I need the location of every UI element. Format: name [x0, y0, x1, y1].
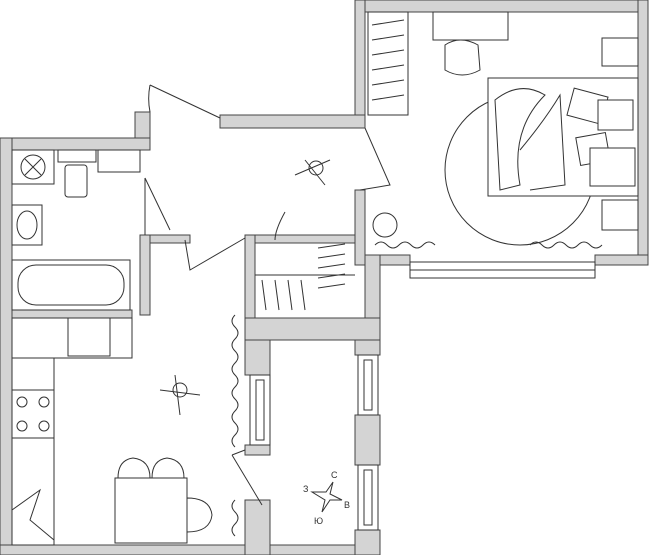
desk — [432, 11, 509, 41]
bedroom-furniture — [367, 11, 639, 249]
hallway-furniture — [255, 159, 355, 311]
compass-south: Ю — [314, 516, 323, 526]
bathroom-fixtures — [11, 149, 141, 311]
doors[interactable] — [144, 84, 391, 506]
person-icon — [159, 374, 201, 416]
plant — [372, 212, 398, 238]
compass-west: З — [303, 484, 308, 494]
nightstand — [601, 199, 639, 231]
counter — [11, 357, 55, 546]
dining-table — [114, 477, 188, 544]
compass-icon: С З В Ю — [303, 470, 350, 526]
bathtub — [11, 259, 131, 311]
kitchen-sink — [67, 317, 111, 357]
person-icon — [294, 159, 331, 186]
toilet — [64, 164, 88, 198]
compass-north: С — [331, 470, 338, 480]
windows — [249, 261, 596, 531]
nightstand — [601, 37, 639, 67]
chair — [444, 39, 481, 76]
kitchen-furniture — [11, 314, 239, 546]
stove — [11, 389, 55, 439]
compass-east: В — [344, 500, 350, 510]
